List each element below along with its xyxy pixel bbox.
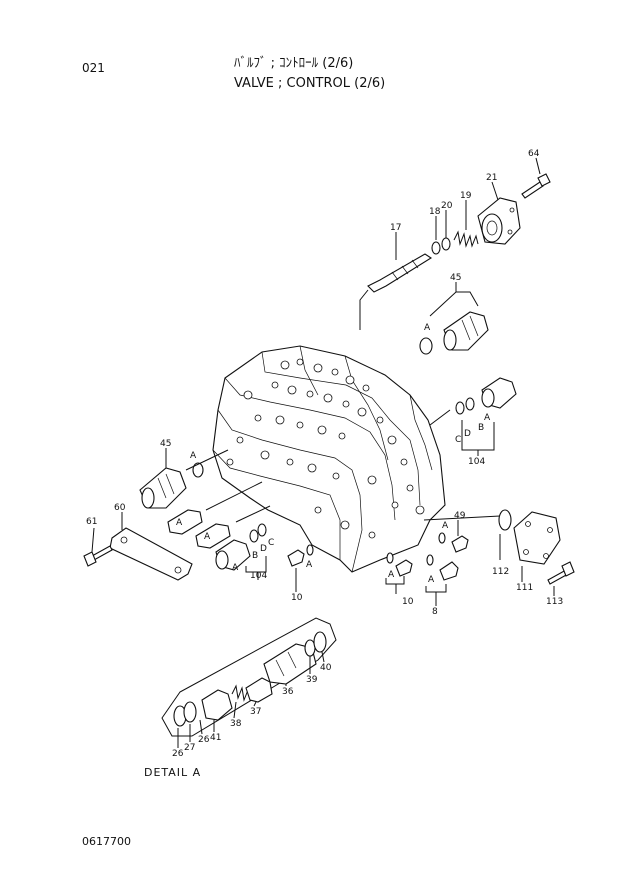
- detail-a-assembly: [161, 617, 337, 737]
- relief-valve-45-top: [419, 311, 489, 355]
- plug-104-left: [215, 523, 267, 571]
- port-letter-d: D: [464, 429, 471, 439]
- callout-8: 8: [432, 607, 438, 617]
- callout-10-right: 10: [402, 597, 414, 607]
- callout-61: 61: [86, 517, 97, 527]
- callout-19: 19: [460, 191, 472, 201]
- plate-60: [109, 527, 193, 581]
- port-letter-a: A: [484, 413, 491, 423]
- callout-64: 64: [528, 149, 540, 159]
- callout-10-left: 10: [291, 593, 303, 603]
- callout-27: 27: [184, 743, 195, 753]
- title-english: VALVE ; CONTROL (2/6): [234, 76, 386, 91]
- port-letter-b: B: [478, 423, 484, 433]
- callout-104-right: 104: [468, 457, 485, 467]
- callout-38: 38: [230, 719, 242, 729]
- port-letter-a: A: [388, 570, 395, 580]
- callout-41: 41: [210, 733, 221, 743]
- spring-19: [453, 230, 479, 248]
- detail-a-label: DETAIL A: [144, 766, 202, 779]
- ring-20: [441, 237, 451, 251]
- callout-26-a: 26: [172, 749, 184, 759]
- bolt-113: [547, 561, 575, 585]
- port-letter-a: A: [232, 563, 239, 573]
- plug-49: [438, 532, 469, 553]
- callout-17: 17: [390, 223, 401, 233]
- port-letter-a: A: [428, 575, 435, 585]
- plug-8: [426, 554, 459, 581]
- drawing-code: 0617700: [82, 835, 131, 848]
- callout-111: 111: [516, 583, 533, 593]
- ring-112: [498, 509, 512, 531]
- callout-21: 21: [486, 173, 497, 183]
- port-letter-a: A: [176, 518, 183, 528]
- capsule-a-1: [167, 509, 203, 535]
- cap-21: [477, 197, 521, 245]
- callout-49: 49: [454, 511, 466, 521]
- callout-37: 37: [250, 707, 261, 717]
- callout-60: 60: [114, 503, 126, 513]
- title-japanese: ﾊﾞﾙﾌﾞ ; ｺﾝﾄﾛｰﾙ (2/6): [234, 56, 354, 71]
- callout-26-b: 26: [198, 735, 210, 745]
- port-letter-b: B: [252, 551, 258, 561]
- port-letter-a: A: [190, 451, 197, 461]
- bolt-61: [83, 545, 113, 567]
- page-number: 021: [82, 61, 105, 75]
- callout-39: 39: [306, 675, 318, 685]
- port-letter-a: A: [424, 323, 431, 333]
- callout-18: 18: [429, 207, 441, 217]
- callout-20: 20: [441, 201, 453, 211]
- port-letter-a: A: [306, 560, 313, 570]
- relief-valve-45-left: [139, 462, 204, 509]
- callout-112: 112: [492, 567, 509, 577]
- port-letter-c: C: [455, 435, 461, 445]
- bolt-64: [521, 173, 551, 199]
- valve-body: [212, 345, 446, 573]
- spool-17: [359, 253, 433, 330]
- plug-10-left: [287, 544, 314, 567]
- capsule-a-2: [195, 523, 231, 549]
- port-letter-d: D: [260, 544, 267, 554]
- plug-104-right: [455, 377, 517, 415]
- callout-45-top: 45: [450, 273, 461, 283]
- body-port-holes: [226, 358, 425, 539]
- cover-111: [513, 511, 561, 565]
- callout-104-left: 104: [250, 571, 267, 581]
- callout-40: 40: [320, 663, 332, 673]
- port-letter-a: A: [204, 532, 211, 542]
- port-letter-a: A: [442, 521, 449, 531]
- port-letter-c: C: [268, 538, 274, 548]
- ring-18: [431, 241, 441, 255]
- callout-45-left: 45: [160, 439, 171, 449]
- plug-10-right: [386, 552, 413, 577]
- callout-113: 113: [546, 597, 563, 607]
- callout-36: 36: [282, 687, 294, 697]
